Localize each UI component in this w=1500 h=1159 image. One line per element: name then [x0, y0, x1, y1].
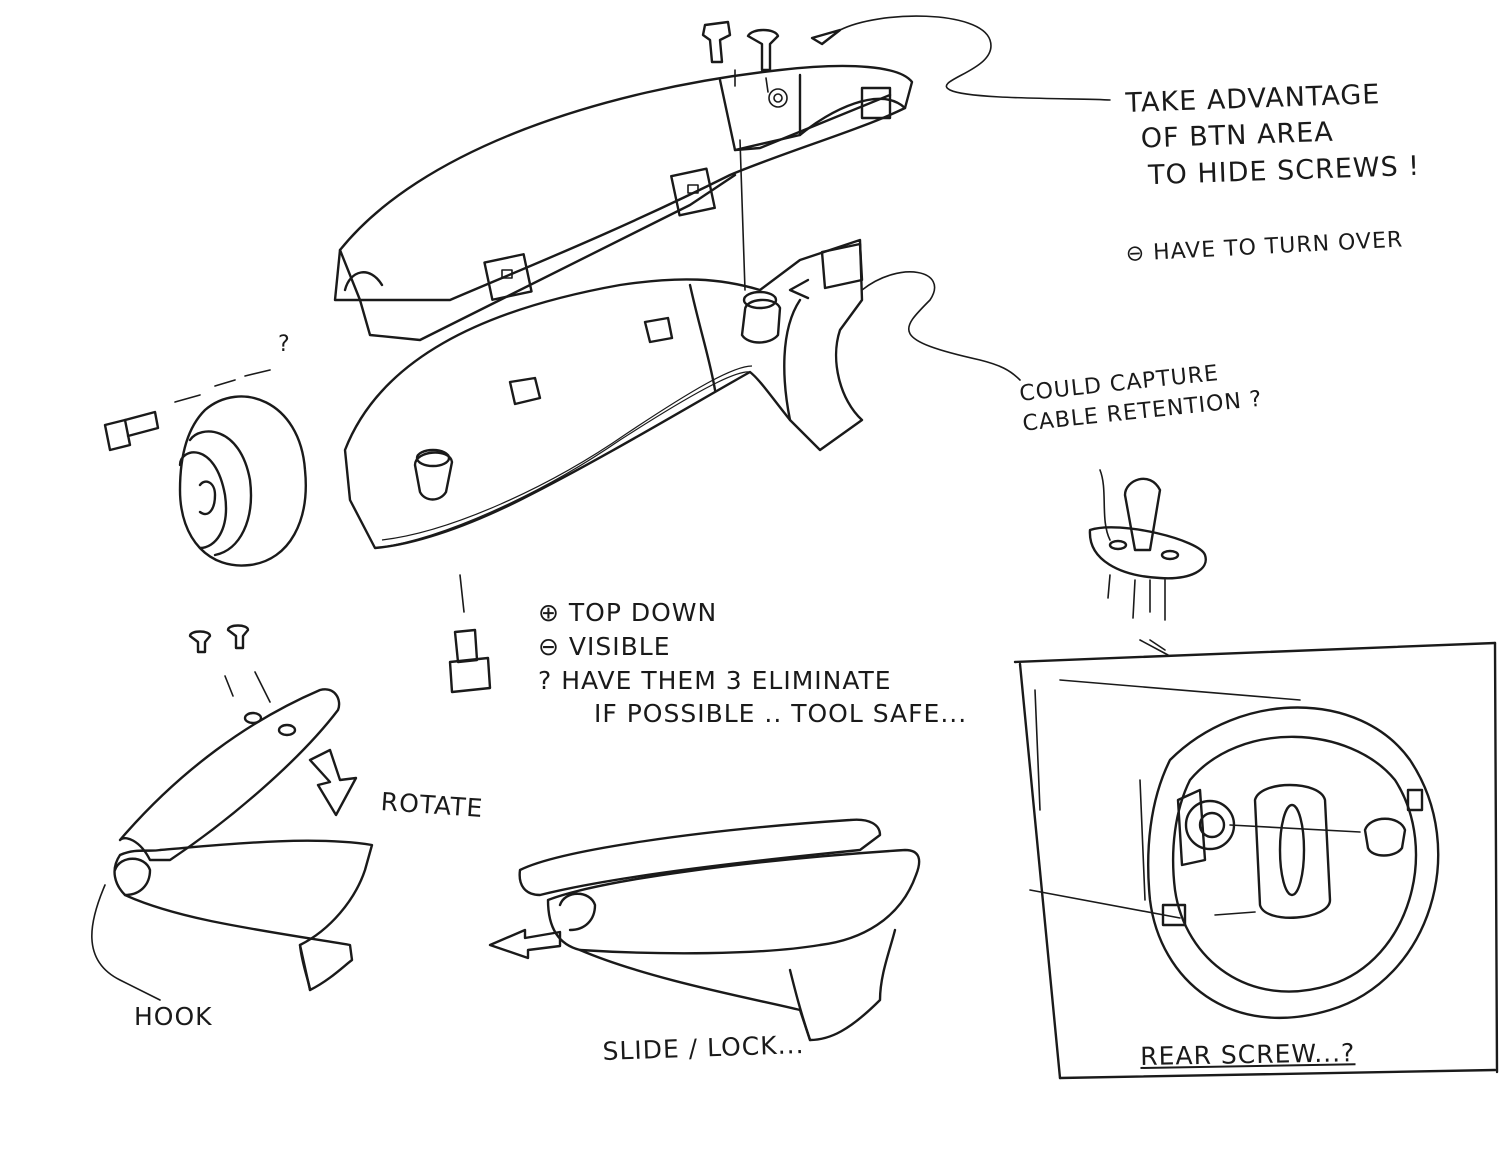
top-screws-sketch [701, 15, 1111, 101]
top-down-line: ⊕ TOP DOWN [538, 598, 718, 627]
question-mark-note: ? [278, 332, 291, 357]
pointer-lines [1139, 639, 1169, 656]
visible-line: ⊖ VISIBLE [538, 631, 671, 661]
slide-lock-concept-sketch [488, 818, 921, 1042]
rotate-hook-concept-sketch [91, 624, 374, 1001]
tool-safe-line: IF POSSIBLE .. TOOL SAFE... [594, 699, 968, 729]
top-shell-sketch [333, 64, 914, 342]
cable-retention-sketch [1088, 469, 1207, 651]
slide-lock-label: SLIDE / LOCK... [602, 1029, 805, 1066]
hide-screws-note: TAKE ADVANTAGE OF BTN AREA TO HIDE SCREW… [1125, 76, 1421, 195]
rear-screw-view-sketch [1013, 641, 1499, 1080]
side-cap-sketch [103, 369, 307, 567]
pros-cons-note: ⊕ TOP DOWN ⊖ VISIBLE ? HAVE THEM 3 ELIMI… [538, 596, 967, 731]
hook-label: HOOK [134, 1002, 213, 1031]
bottom-shell-sketch [343, 139, 1021, 550]
bottom-screw-sketch [448, 574, 492, 694]
eliminate-line: ? HAVE THEM 3 ELIMINATE [538, 665, 892, 695]
rear-screw-label: REAR SCREW...? [1140, 1038, 1356, 1071]
rotate-label: ROTATE [379, 786, 485, 824]
